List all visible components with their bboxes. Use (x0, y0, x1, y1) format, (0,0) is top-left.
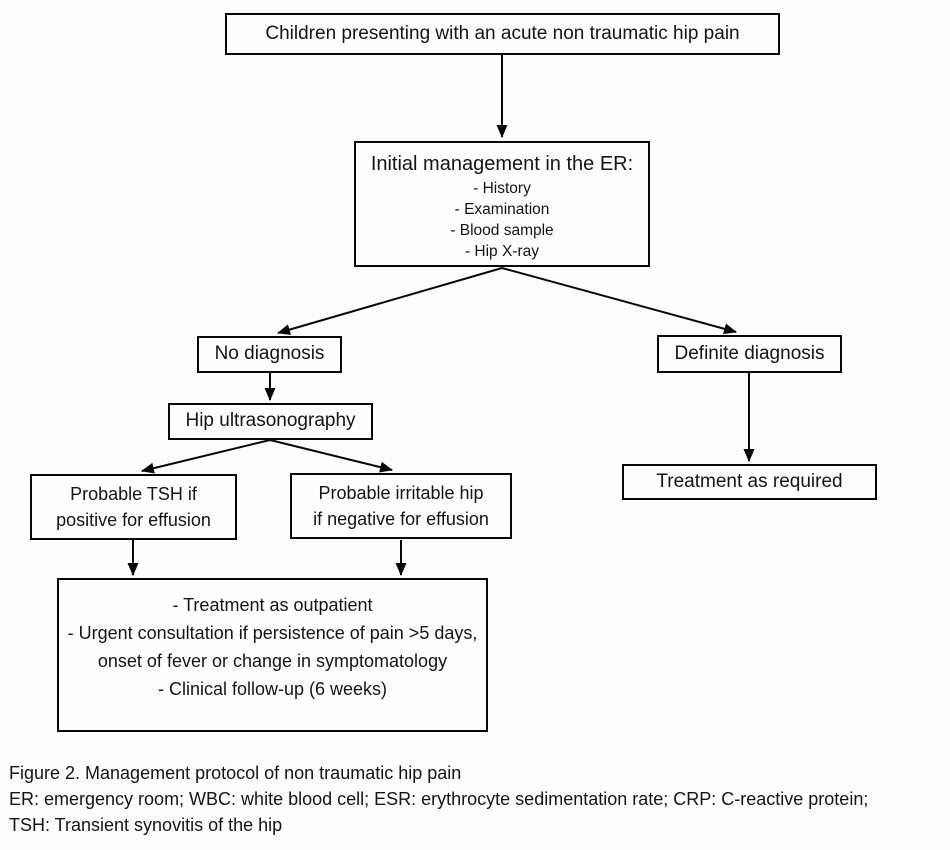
node-er-title: Initial management in the ER: (370, 153, 634, 175)
node-probable-tsh-line-2: positive for effusion (56, 510, 211, 530)
outpatient-item-consultation: - Urgent consultation if persistence of … (67, 623, 478, 671)
node-er-initial-management: Initial management in the ER: - History … (354, 141, 650, 267)
node-probable-irritable-hip: Probable irritable hip if negative for e… (290, 473, 512, 539)
node-hip-ultrasonography: Hip ultrasonography (168, 403, 373, 440)
arrow-er-to-definite-diagnosis (501, 267, 737, 335)
node-outpatient-treatment: - Treatment as outpatient - Urgent consu… (57, 578, 488, 732)
arrow-ultrasound-to-probable-irritable (269, 439, 393, 473)
node-probable-irritable-line-2: if negative for effusion (313, 509, 489, 529)
node-er-item-xray: - Hip X-ray (464, 243, 540, 260)
arrow-ultrasound-to-probable-tsh (141, 439, 271, 474)
caption-line-1: Figure 2. Management protocol of non tra… (9, 763, 462, 783)
caption-line-2: ER: emergency room; WBC: white blood cel… (9, 789, 869, 809)
node-no-diagnosis-label: No diagnosis (214, 343, 325, 365)
node-er-item-history: - History (473, 180, 531, 197)
node-no-diagnosis: No diagnosis (197, 336, 342, 373)
node-er-item-blood: - Blood sample (450, 222, 554, 239)
node-definite-diagnosis: Definite diagnosis (657, 335, 842, 373)
outpatient-item-treatment: - Treatment as outpatient (172, 595, 373, 615)
caption-line-3: TSH: Transient synovitis of the hip (9, 815, 283, 835)
node-treatment-as-required: Treatment as required (622, 464, 877, 500)
arrow-er-to-no-diagnosis (277, 267, 503, 335)
node-probable-irritable-line-1: Probable irritable hip (318, 483, 484, 503)
node-probable-tsh-line-1: Probable TSH if (70, 484, 197, 504)
node-start-label: Children presenting with an acute non tr… (265, 22, 740, 44)
node-treatment-as-required-label: Treatment as required (656, 470, 843, 492)
node-definite-diagnosis-label: Definite diagnosis (674, 342, 825, 364)
node-hip-ultrasonography-label: Hip ultrasonography (185, 410, 356, 432)
figure-caption: Figure 2. Management protocol of non tra… (9, 760, 949, 838)
outpatient-item-followup: - Clinical follow-up (6 weeks) (157, 679, 388, 699)
node-probable-tsh: Probable TSH if positive for effusion (30, 474, 237, 540)
node-start: Children presenting with an acute non tr… (225, 13, 780, 55)
node-er-item-examination: - Examination (454, 201, 550, 218)
